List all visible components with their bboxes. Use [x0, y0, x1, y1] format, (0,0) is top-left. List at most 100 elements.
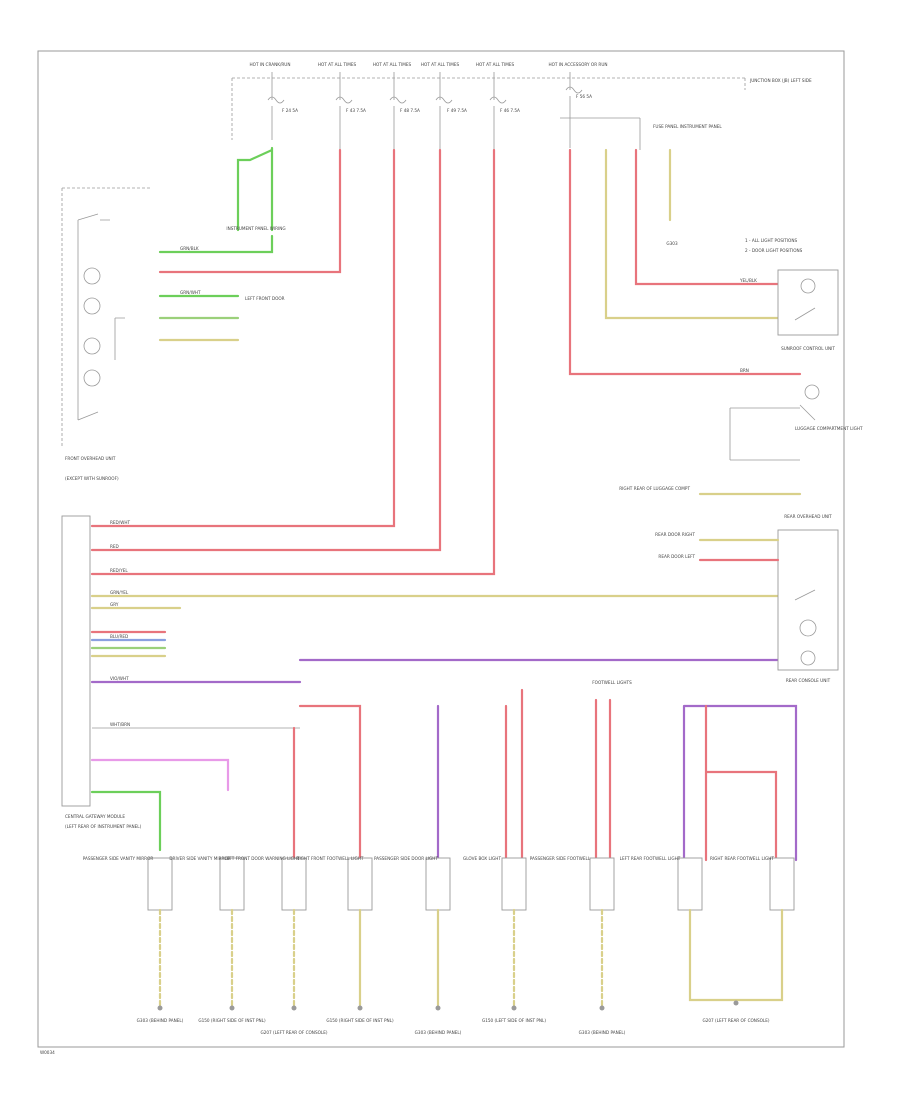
wire-fuse6-to-rear: [568, 148, 802, 376]
fuse-6-feed: HOT IN ACCESSORY OR RUN: [548, 62, 607, 67]
rear-console-label: REAR CONSOLE UNIT: [786, 678, 831, 683]
wire-yellow-to-sunroof: [604, 148, 782, 320]
splice-note-2: LEFT FRONT DOOR: [245, 296, 285, 301]
label-right-rear-footwell: RIGHT REAR FOOTWELL LIGHT: [710, 856, 774, 861]
fuse-3-icon: [389, 72, 407, 150]
fuse-5-feed: HOT AT ALL TIMES: [476, 62, 515, 67]
fuse-2-name: F 43 7.5A: [346, 108, 366, 113]
wire-passenger-footwell-red: [594, 698, 612, 862]
rear-overhead-label: REAR OVERHEAD UNIT: [784, 514, 832, 519]
comp-passenger-door-light: [425, 857, 451, 911]
comp-left-rear-footwell: [677, 857, 703, 911]
gateway-label: CENTRAL GATEWAY MODULE: [65, 814, 125, 819]
reading-light-left-icon: [83, 337, 101, 355]
rear-lamp-icon: [804, 384, 820, 400]
label-driver-vanity: DRIVER SIDE VANITY MIRROR: [169, 856, 230, 861]
fuse-5-name: F 46 7.5A: [500, 108, 520, 113]
wire-rear-footwell-purple: [682, 704, 798, 862]
ground-label-1: G303 (BEHIND PANEL): [137, 1018, 184, 1023]
ground-icon: [291, 1005, 297, 1011]
fuse-panel-boundary: [231, 77, 746, 140]
ground-label-5: G303 (BEHIND PANEL): [415, 1030, 462, 1035]
right-rear-ground-label: RIGHT REAR OF LUGGAGE COMPT: [619, 486, 690, 491]
ground-icon: [357, 1005, 363, 1011]
wire-code: BRN: [740, 368, 749, 373]
diagram-code: W0034: [40, 1050, 55, 1055]
front-overhead-label: FRONT OVERHEAD UNIT: [65, 456, 116, 461]
label-passenger-door: PASSENGER SIDE DOOR LIGHT: [374, 856, 438, 861]
fuse-5-icon: [489, 72, 507, 150]
label-left-rear-footwell: LEFT REAR FOOTWELL LIGHT: [620, 856, 681, 861]
bottom-component-labels: PASSENGER SIDE VANITY MIRROR DRIVER SIDE…: [83, 856, 775, 861]
fuse-headers: HOT IN CRANK/RUN HOT AT ALL TIMES HOT AT…: [250, 62, 608, 113]
luggage-unit-label: LUGGAGE COMPARTMENT LIGHT: [795, 426, 863, 431]
comp-right-front-footwell: [347, 857, 373, 911]
ground-label-4: G150 (RIGHT SIDE OF INST PNL): [326, 1018, 394, 1023]
wire-glovebox-red: [504, 688, 524, 862]
comp-door-warning: [281, 857, 307, 911]
front-overhead-boundary: [61, 187, 150, 448]
splice-note-1: INSTRUMENT PANEL WIRING: [226, 226, 285, 231]
ground-label-6: G150 (LEFT SIDE OF INST PNL): [482, 1018, 546, 1023]
rear-overhead-unit: [777, 529, 839, 671]
ground-label-2: G150 (RIGHT SIDE OF INST PNL): [198, 1018, 266, 1023]
fuse-4-name: F 49 7.5A: [447, 108, 467, 113]
wire-code: VIO/WHT: [110, 676, 129, 681]
wire-fuse4-to-gateway: [90, 148, 442, 552]
ground-label-3: G207 (LEFT REAR OF CONSOLE): [260, 1030, 327, 1035]
sunroof-unit-label: SUNROOF CONTROL UNIT: [781, 346, 835, 351]
luggage-switch-icon: [799, 404, 816, 421]
fuse-1-icon: [267, 72, 285, 140]
fuse-symbols: [267, 72, 641, 150]
ground-symbols: [157, 1000, 739, 1011]
central-gateway-module: [61, 515, 91, 807]
ground-icon: [229, 1005, 235, 1011]
rear-door-right-label: REAR DOOR RIGHT: [655, 532, 695, 537]
ground-wires: [158, 908, 784, 1007]
wire-code: WHT/BRN: [110, 722, 130, 727]
label-passenger-vanity: PASSENGER SIDE VANITY MIRROR: [83, 856, 154, 861]
overhead-switch-icon: [77, 213, 110, 421]
comp-passenger-footwell: [589, 857, 615, 911]
label-passenger-footwell: PASSENGER SIDE FOOTWELL: [530, 856, 591, 861]
junction-box-note: JUNCTION BOX (JB) LEFT SIDE: [749, 78, 812, 83]
bottom-components: [147, 857, 795, 911]
label-glove-box: GLOVE BOX LIGHT: [463, 856, 501, 861]
ground-icon: [157, 1005, 163, 1011]
diagram-frame: [37, 50, 845, 1048]
fuse-4-feed: HOT AT ALL TIMES: [421, 62, 460, 67]
wire-red-to-reading-light: [634, 148, 782, 286]
luggage-light-wiring: [729, 407, 800, 461]
reading-light-right-icon: [83, 369, 101, 387]
comp-driver-vanity: [219, 857, 245, 911]
wire-code: RED/WHT: [110, 520, 130, 525]
wire-code: GRN/BLK: [180, 246, 199, 251]
gnd-wire-8: [688, 908, 784, 1002]
wire-footwell-red-1: [298, 704, 362, 862]
front-overhead-symbols: [77, 213, 125, 421]
switch-legend-1: 1 - ALL LIGHT POSITIONS: [745, 238, 797, 243]
ground-g303: G303: [666, 241, 678, 246]
reading-switch-icon: [794, 307, 816, 321]
rear-door-left-label: REAR DOOR LEFT: [658, 554, 695, 559]
rear-overhead-lamp-icon: [799, 619, 817, 637]
wire-rear-footwell-red: [704, 704, 778, 862]
wire-code: RED/YEL: [110, 568, 128, 573]
fuse-6-bus: [560, 117, 641, 150]
fuse-3-feed: HOT AT ALL TIMES: [373, 62, 412, 67]
wire-code-tags: RED/WHT RED RED/YEL GRN/YEL GRY GRN/BLK …: [110, 246, 757, 727]
ground-label-8: G207 (LEFT REAR OF CONSOLE): [702, 1018, 769, 1023]
ground-icon: [599, 1005, 605, 1011]
front-overhead-sublabel: (EXCEPT WITH SUNROOF): [65, 476, 119, 481]
comp-glove-box-light: [501, 857, 527, 911]
wire-code: GRN/YEL: [110, 590, 129, 595]
comp-passenger-vanity: [147, 857, 173, 911]
ground-label-7: G303 (BEHIND PANEL): [579, 1030, 626, 1035]
rear-overhead-switch-icon: [794, 589, 816, 601]
label-right-front-footwell: RIGHT FRONT FOOTWELL LIGHT: [297, 856, 364, 861]
ground-icon: [511, 1005, 517, 1011]
wire-code: BLU/RED: [110, 634, 128, 639]
ground-icon: [733, 1000, 739, 1006]
wire-fuse5-to-gateway: [90, 148, 496, 576]
